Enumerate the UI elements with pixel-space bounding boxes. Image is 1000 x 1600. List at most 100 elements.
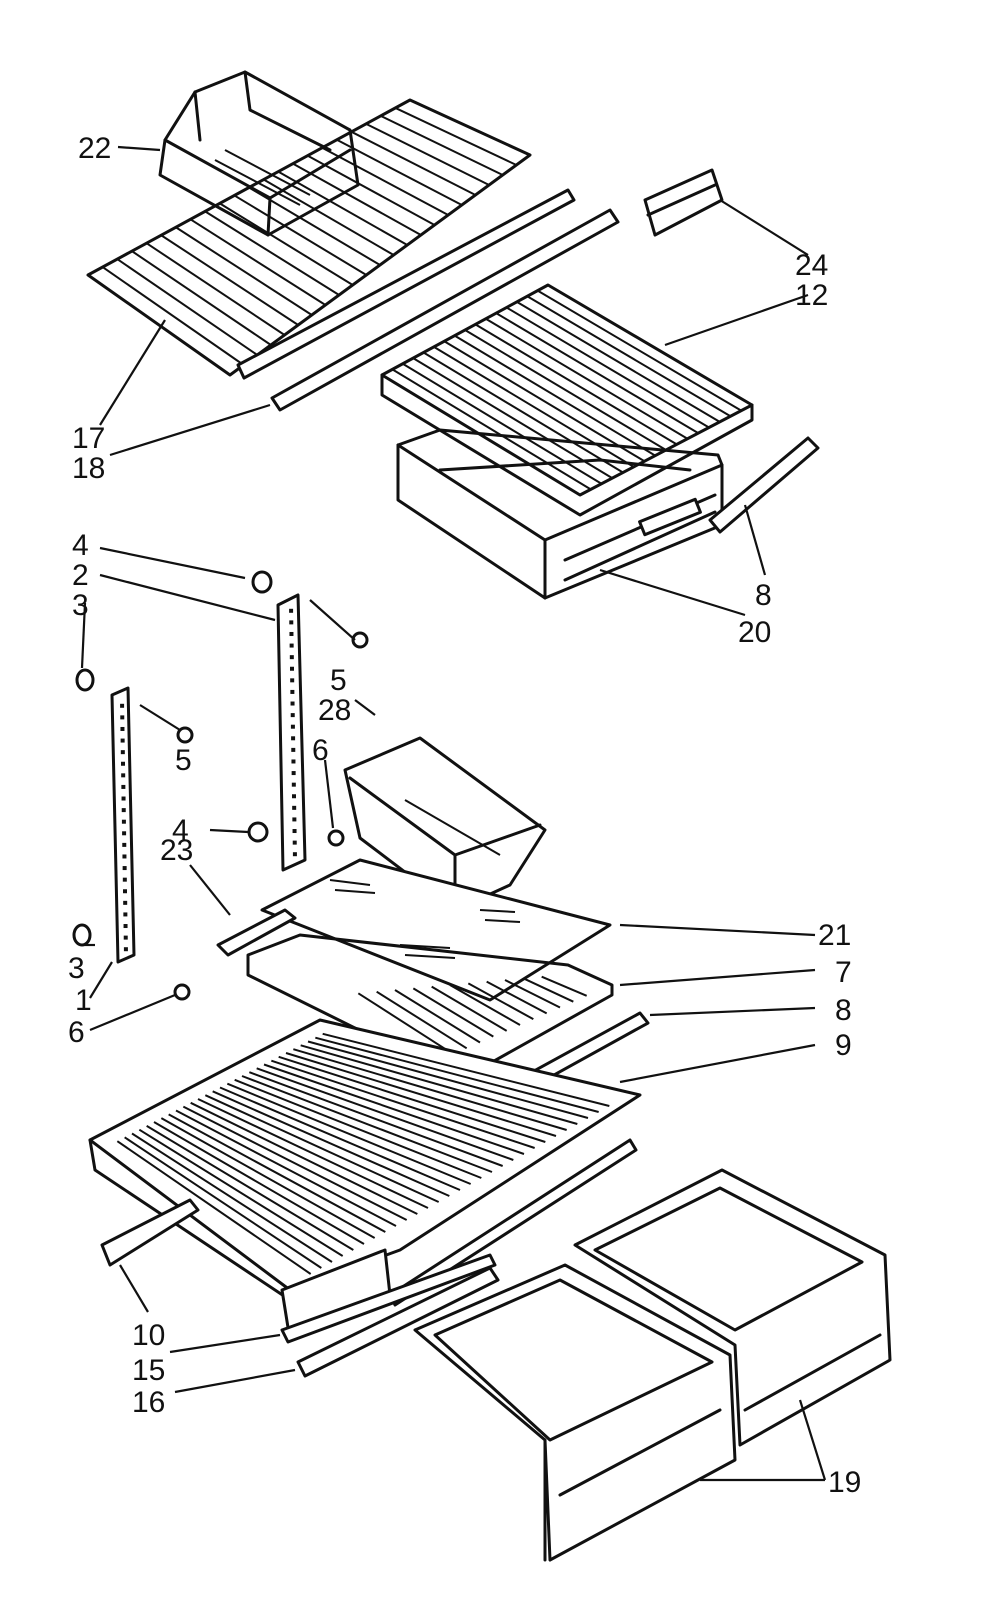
part-18-rails — [236, 188, 620, 412]
rib-line — [102, 266, 245, 366]
rib-line — [124, 1136, 322, 1269]
rib-line — [219, 202, 354, 286]
rib-line — [182, 1105, 408, 1221]
rib-line — [146, 1124, 354, 1251]
rib-line — [522, 977, 574, 1003]
label-12: 12 — [795, 279, 828, 312]
rib-line — [486, 980, 548, 1015]
rib-line — [263, 178, 395, 256]
rib-line — [116, 258, 258, 356]
ladder-hole — [291, 736, 296, 741]
ladder-hole — [289, 631, 294, 636]
label-5-left: 5 — [175, 744, 192, 777]
rib-line — [431, 985, 508, 1032]
ladder-hole — [123, 889, 127, 894]
ladder-hole — [291, 747, 296, 752]
rib-line — [365, 122, 490, 186]
label-7: 7 — [835, 956, 852, 989]
ladder-hole — [123, 924, 128, 929]
ladder-hole — [290, 666, 294, 671]
ladder-hole — [290, 713, 295, 718]
part-12-cover-shelf — [380, 283, 754, 517]
ladder-hole — [122, 842, 127, 847]
label-24: 24 — [795, 249, 828, 282]
part-19-drawers — [413, 1168, 892, 1562]
part-labels: 22 24 12 17 18 8 20 4 2 3 5 28 5 6 4 23 … — [68, 132, 861, 1499]
ladder-hole — [121, 773, 126, 778]
label-16: 16 — [132, 1386, 165, 1419]
ladder-hole — [291, 759, 296, 764]
rib-line — [412, 357, 613, 479]
rib-line — [307, 154, 436, 226]
part-17-wire-shelf — [86, 98, 532, 377]
label-21: 21 — [818, 919, 851, 952]
rib-line — [160, 234, 299, 326]
ladder-hole — [123, 947, 128, 952]
rib-line — [357, 992, 454, 1056]
rib-line — [467, 982, 534, 1021]
rib-line — [504, 979, 561, 1009]
ladder-hole — [290, 678, 295, 683]
rib-line — [234, 1078, 482, 1179]
rib-line — [292, 162, 422, 236]
rib-line — [351, 130, 476, 196]
rib-line — [443, 340, 646, 463]
rib-line — [505, 306, 710, 429]
rib-line — [422, 351, 624, 474]
rib-line — [241, 1075, 493, 1173]
rib-line — [116, 1140, 312, 1275]
rib-line — [197, 1098, 429, 1209]
ladder-hole — [290, 701, 295, 706]
ladder-hole — [121, 819, 126, 824]
ladder-hole — [120, 750, 125, 755]
rib-line — [219, 1086, 461, 1191]
rib-line — [537, 289, 742, 412]
rib-line — [526, 295, 732, 418]
label-6-upper: 6 — [312, 734, 329, 767]
ladder-hole — [122, 854, 127, 859]
ladder-hole — [291, 771, 296, 776]
rib-line — [321, 146, 449, 216]
label-28: 28 — [318, 694, 351, 727]
rib-line — [315, 1036, 599, 1113]
rib-line — [138, 1128, 344, 1257]
rib-line — [277, 170, 408, 246]
rib-line — [454, 334, 656, 457]
ladder-hole — [123, 935, 128, 940]
rib-line — [433, 346, 635, 468]
part-8-upper-rail — [708, 436, 820, 534]
rib-line — [300, 1044, 578, 1125]
rib-line — [204, 1094, 440, 1203]
rib-line — [485, 317, 689, 440]
part-15-rail — [280, 1253, 497, 1344]
part-16-rail — [296, 1266, 500, 1378]
ladder-hole — [121, 761, 125, 766]
rib-line — [204, 210, 340, 296]
rib-line — [175, 226, 313, 316]
ladder-hole — [121, 808, 126, 813]
rib-line — [474, 323, 678, 446]
ladder-hole — [289, 643, 294, 648]
ladder-hole — [291, 782, 296, 787]
rib-line — [307, 1040, 589, 1119]
rib-line — [271, 1059, 535, 1149]
label-8-lower: 8 — [835, 994, 852, 1027]
rib-line — [153, 1121, 365, 1245]
rib-line — [248, 1071, 504, 1167]
ladder-hole — [122, 877, 127, 882]
rib-line — [391, 368, 592, 491]
ladder-hole — [123, 912, 128, 917]
label-17: 17 — [72, 422, 105, 455]
rib-line — [160, 1117, 376, 1239]
rib-line — [131, 250, 272, 346]
label-3-lower: 3 — [68, 952, 85, 985]
label-23: 23 — [160, 834, 193, 867]
ladder-hole — [289, 608, 294, 613]
label-19: 19 — [828, 1466, 861, 1499]
rib-line — [212, 1090, 450, 1197]
label-6-lower: 6 — [68, 1016, 85, 1049]
ladder-hole — [290, 689, 295, 694]
label-22: 22 — [78, 132, 111, 165]
rib-line — [376, 990, 468, 1050]
label-4-upper: 4 — [72, 529, 89, 562]
